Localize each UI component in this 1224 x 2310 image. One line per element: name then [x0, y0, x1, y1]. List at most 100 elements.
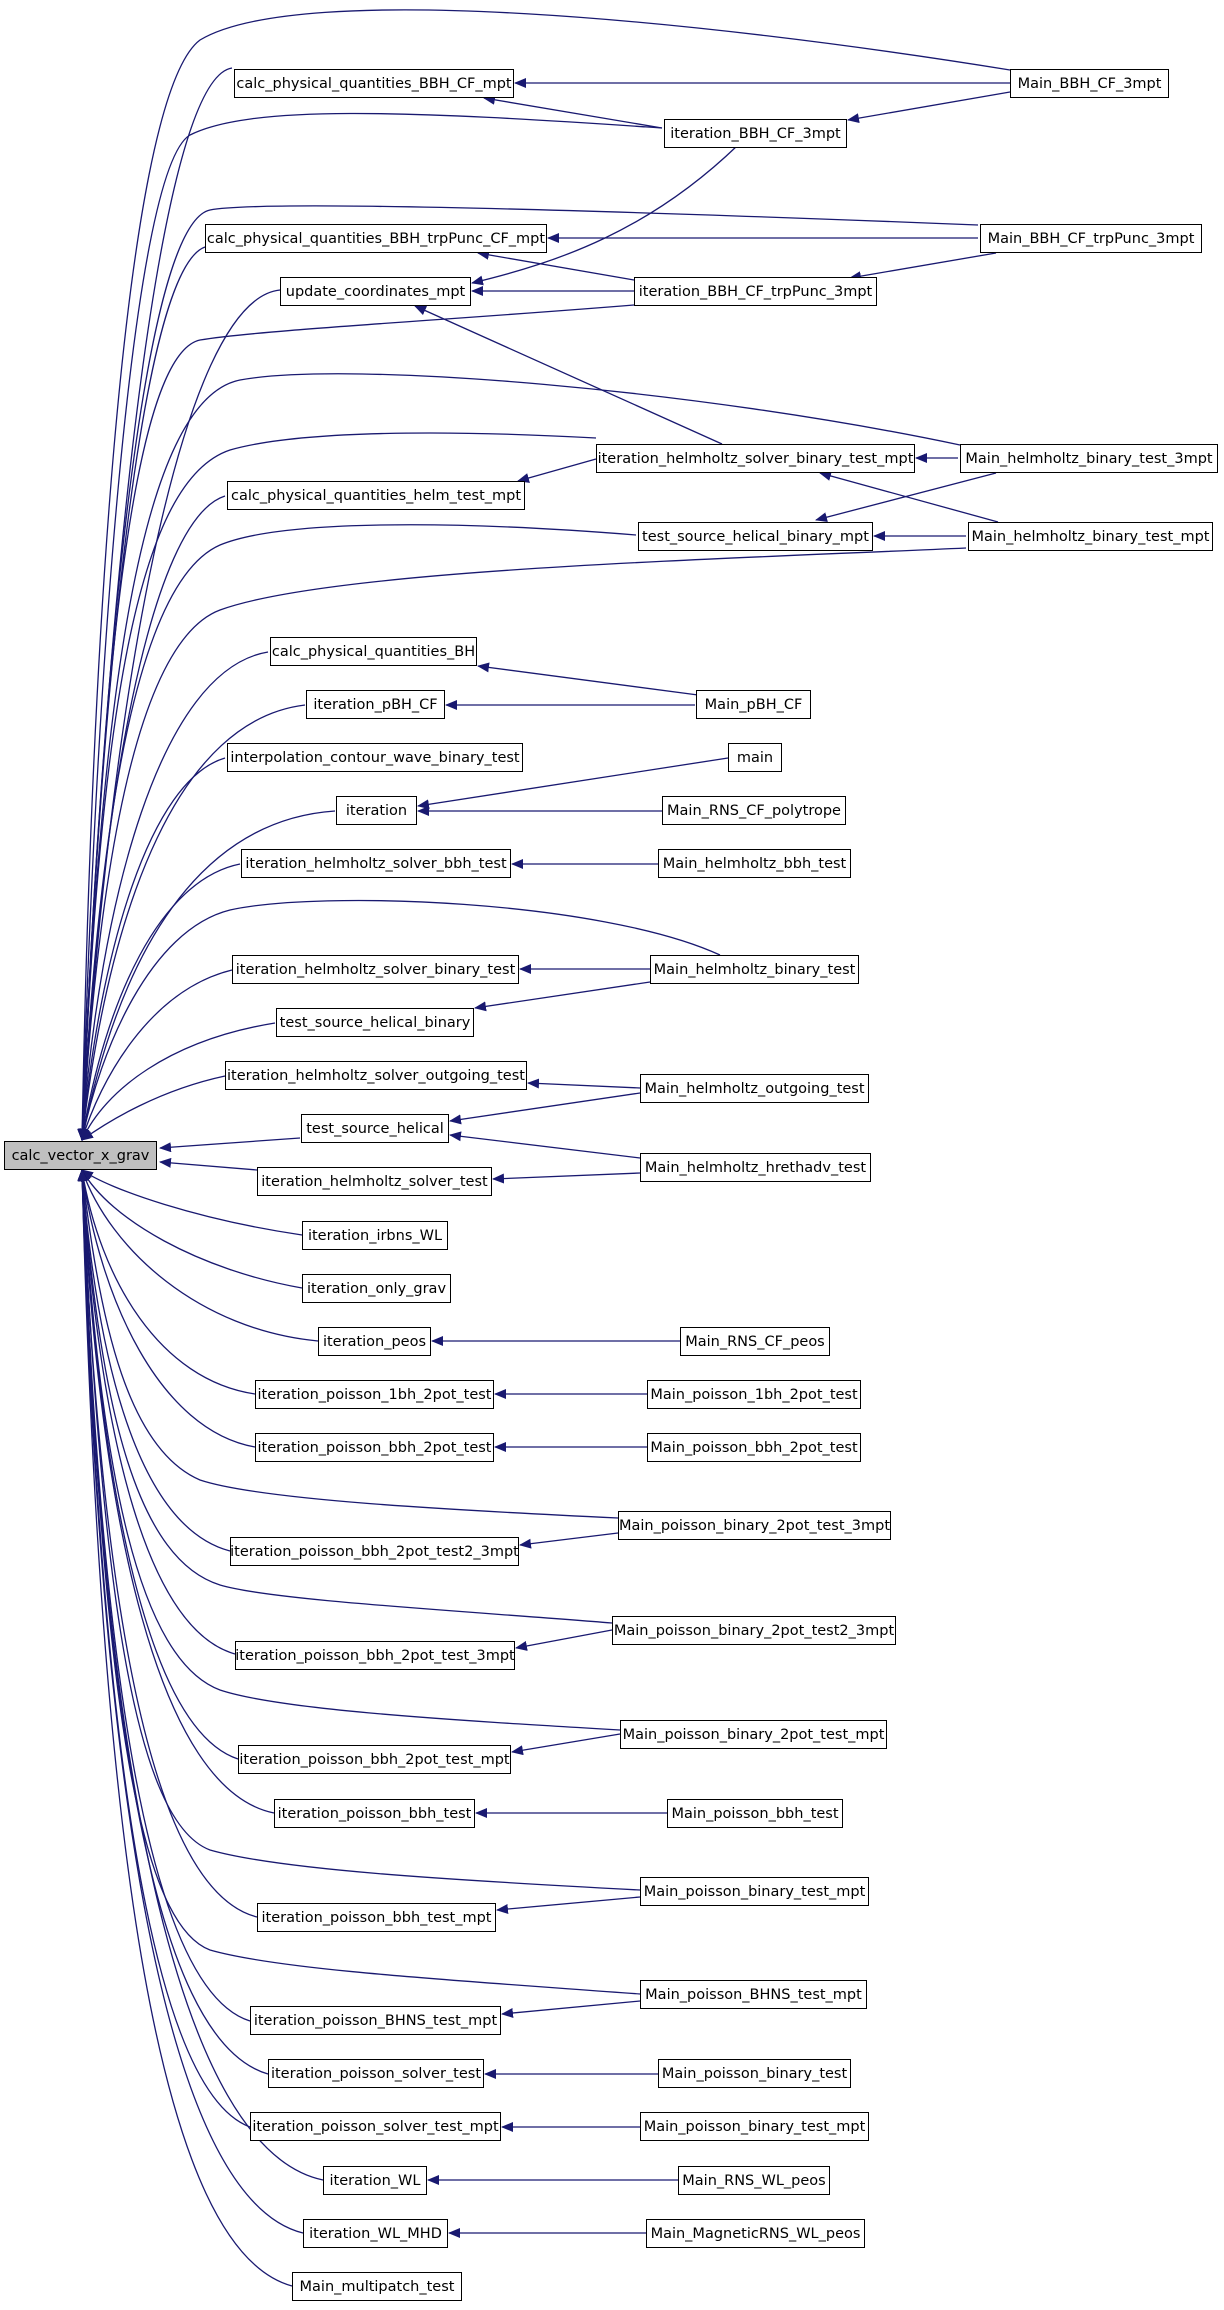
edge-main-pb2tm-root [77, 1169, 621, 1731]
edge-it-bbh-cf-3mpt-root [77, 112, 663, 1141]
node-iteration-poisson-1bh-2pot-test[interactable]: iteration_poisson_1bh_2pot_test [255, 1380, 494, 1409]
edge-m-multi-root [77, 1169, 293, 2287]
node-iteration-poisson-bbh-test-mpt[interactable]: iteration_poisson_bbh_test_mpt [257, 1903, 496, 1932]
node-main-rns-cf-polytrope[interactable]: Main_RNS_CF_polytrope [662, 796, 846, 825]
node-iteration-helmholtz-solver-outgoing-test[interactable]: iteration_helmholtz_solver_outgoing_test [225, 1061, 527, 1090]
node-calc-physical-quantities-bh[interactable]: calc_physical_quantities_BH [270, 637, 477, 666]
node-iteration-wl-mhd[interactable]: iteration_WL_MHD [303, 2219, 448, 2248]
node-main-poisson-binary-test-mpt-a[interactable]: Main_poisson_binary_test_mpt [640, 1877, 869, 1906]
node-iteration-bbh-cf-trppunc-3mpt[interactable]: iteration_BBH_CF_trpPunc_3mpt [634, 277, 877, 306]
node-test-source-helical-binary[interactable]: test_source_helical_binary [276, 1008, 474, 1037]
edge-it-pbh-root [78, 704, 306, 1141]
node-main-poisson-binary-test[interactable]: Main_poisson_binary_test [658, 2059, 851, 2088]
node-iteration-poisson-bhns-test-mpt[interactable]: iteration_poisson_BHNS_test_mpt [250, 2006, 501, 2035]
edge-it-pbbh2-root [78, 1169, 256, 1448]
edge-m-hbm-it-hs-mpt [819, 471, 999, 523]
node-iteration-helmholtz-solver-test[interactable]: iteration_helmholtz_solver_test [257, 1167, 492, 1196]
node-iteration-pbh-cf[interactable]: iteration_pBH_CF [306, 690, 445, 719]
edge-it-hs-mpt-upd [414, 305, 723, 445]
node-iteration-poisson-bbh-2pot-test-3mpt[interactable]: iteration_poisson_bbh_2pot_test_3mpt [235, 1641, 515, 1670]
node-iteration-poisson-solver-test-mpt[interactable]: iteration_poisson_solver_test_mpt [250, 2112, 501, 2141]
node-iteration-helmholtz-solver-bbh-test[interactable]: iteration_helmholtz_solver_bbh_test [241, 849, 511, 878]
edge-m-pbh-cpq-bh [477, 662, 699, 696]
edge-it-irbns-root [81, 1169, 303, 1236]
node-main-poisson-1bh-2pot-test[interactable]: Main_poisson_1bh_2pot_test [647, 1380, 861, 1409]
edge-interp-root [78, 757, 226, 1141]
edge-it-hs-bin-mpt-root [77, 432, 597, 1141]
edge-it-hs-bin-root [80, 969, 233, 1141]
node-iteration[interactable]: iteration [336, 796, 417, 825]
node-iteration-poisson-bbh-2pot-test-mpt[interactable]: iteration_poisson_bbh_2pot_test_mpt [238, 1745, 511, 1774]
node-main-pbh-cf[interactable]: Main_pBH_CF [696, 690, 811, 719]
node-main-rns-cf-peos[interactable]: Main_RNS_CF_peos [680, 1327, 830, 1356]
node-main-helmholtz-bbh-test[interactable]: Main_helmholtz_bbh_test [658, 849, 851, 878]
node-iteration-wl[interactable]: iteration_WL [323, 2166, 427, 2195]
edge-main-hbin-root [79, 899, 721, 1141]
edge-main-pb2t23-root [77, 1169, 613, 1624]
node-main-bbh-cf-trppunc-3mpt[interactable]: Main_BBH_CF_trpPunc_3mpt [980, 224, 1202, 253]
edge-it-pbbh2t2-root [77, 1169, 231, 1552]
node-iteration-poisson-bbh-2pot-test[interactable]: iteration_poisson_bbh_2pot_test [255, 1433, 494, 1462]
edge-m-hbin-tsh-bin [474, 981, 651, 1012]
node-iteration-peos[interactable]: iteration_peos [318, 1327, 431, 1356]
node-iteration-poisson-solver-test[interactable]: iteration_poisson_solver_test [268, 2059, 484, 2088]
node-main-poisson-binary-2pot-test-mpt[interactable]: Main_poisson_binary_2pot_test_mpt [620, 1720, 887, 1749]
node-test-source-helical-binary-mpt[interactable]: test_source_helical_binary_mpt [638, 522, 873, 551]
node-main-helmholtz-binary-test[interactable]: Main_helmholtz_binary_test [650, 955, 859, 984]
node-main-poisson-binary-2pot-test-3mpt[interactable]: Main_poisson_binary_2pot_test_3mpt [618, 1511, 891, 1540]
node-iteration-irbns-wl[interactable]: iteration_irbns_WL [302, 1221, 448, 1250]
node-main-poisson-binary-2pot-test2-3mpt[interactable]: Main_poisson_binary_2pot_test2_3mpt [612, 1616, 896, 1645]
edge-m-pb2t3-it-pbbh2t2 [519, 1532, 619, 1549]
edge-m-bbh-cf3-it [847, 91, 1011, 124]
node-main-helmholtz-binary-test-mpt[interactable]: Main_helmholtz_binary_test_mpt [968, 522, 1213, 551]
edge-m-trp3-it-trp3 [849, 252, 997, 282]
edge-m-main-it [417, 757, 729, 810]
node-iteration-helmholtz-solver-binary-test[interactable]: iteration_helmholtz_solver_binary_test [232, 955, 519, 984]
node-main-helmholtz-hrethadv-test[interactable]: Main_helmholtz_hrethadv_test [640, 1153, 871, 1182]
edge-cpq-bh-root [77, 651, 269, 1141]
node-main-bbh-cf-3mpt[interactable]: Main_BBH_CF_3mpt [1010, 69, 1169, 98]
node-update-coordinates-mpt[interactable]: update_coordinates_mpt [280, 277, 471, 306]
edge-tsh-root [159, 1137, 301, 1153]
edge-it-hs-bbh-root [78, 863, 241, 1141]
node-calc-physical-quantities-helm-test-mpt[interactable]: calc_physical_quantities_helm_test_mpt [227, 481, 525, 510]
node-iteration-only-grav[interactable]: iteration_only_grav [302, 1274, 451, 1303]
edge-m-hhret-tsh [449, 1131, 641, 1159]
node-main-helmholtz-binary-test-3mpt[interactable]: Main_helmholtz_binary_test_3mpt [960, 444, 1218, 473]
edge-it-pbbhm-root [77, 1169, 258, 1918]
node-calc-vector-x-grav[interactable]: calc_vector_x_grav [4, 1141, 157, 1170]
node-main-helmholtz-outgoing-test[interactable]: Main_helmholtz_outgoing_test [640, 1074, 869, 1103]
edge-m-hout-tsh [449, 1092, 641, 1125]
edge-m-hb3-tsh-mpt [815, 472, 997, 523]
node-test-source-helical[interactable]: test_source_helical [301, 1114, 449, 1143]
node-interpolation-contour-wave-binary-test[interactable]: interpolation_contour_wave_binary_test [227, 743, 523, 772]
node-iteration-poisson-bbh-test[interactable]: iteration_poisson_bbh_test [274, 1799, 475, 1828]
node-main-poisson-bbh-test[interactable]: Main_poisson_bbh_test [667, 1799, 843, 1828]
edge-it-pbbh2tm-root [77, 1169, 239, 1760]
edge-it-p1bh-root [78, 1169, 256, 1395]
node-iteration-poisson-bbh-2pot-test2-3mpt[interactable]: iteration_poisson_bbh_2pot_test2_3mpt [230, 1537, 519, 1566]
edge-m-hhret-it-hs [492, 1172, 641, 1184]
node-iteration-helmholtz-solver-binary-test-mpt[interactable]: iteration_helmholtz_solver_binary_test_m… [596, 444, 915, 473]
edge-it-wlmhd-root [77, 1169, 304, 2234]
node-main-poisson-binary-test-mpt-b[interactable]: Main_poisson_binary_test_mpt [640, 2112, 869, 2141]
edge-tsh-bin-mpt-root [77, 524, 637, 1141]
edge-it-bbh-cf3-upd [471, 144, 739, 286]
edge-upd-coord-root [77, 289, 281, 1141]
node-main-poisson-bhns-test-mpt[interactable]: Main_poisson_BHNS_test_mpt [640, 1980, 867, 2009]
node-main-rns-wl-peos[interactable]: Main_RNS_WL_peos [678, 2166, 830, 2195]
node-main-magneticrns-wl-peos[interactable]: Main_MagneticRNS_WL_peos [646, 2219, 865, 2248]
node-calc-physical-quantities-bbh-trppunc-cf-mpt[interactable]: calc_physical_quantities_BBH_trpPunc_CF_… [205, 224, 547, 253]
edge-it-pbbh-root [77, 1169, 275, 1814]
node-iteration-bbh-cf-3mpt[interactable]: iteration_BBH_CF_3mpt [664, 119, 847, 148]
node-main-multipatch-test[interactable]: Main_multipatch_test [292, 2272, 462, 2301]
edge-it-pbbh2t3-root [77, 1169, 236, 1655]
node-main-poisson-bbh-2pot-test[interactable]: Main_poisson_bbh_2pot_test [647, 1433, 861, 1462]
edge-it-og-root [81, 1169, 303, 1289]
edge-main-hb3-root [77, 373, 961, 1141]
edge-it-hs-out-root [81, 1075, 226, 1141]
edge-it-trp3-cpq-trp [477, 249, 635, 281]
node-main[interactable]: main [728, 743, 782, 772]
node-calc-physical-quantities-bbh-cf-mpt[interactable]: calc_physical_quantities_BBH_CF_mpt [234, 69, 514, 98]
